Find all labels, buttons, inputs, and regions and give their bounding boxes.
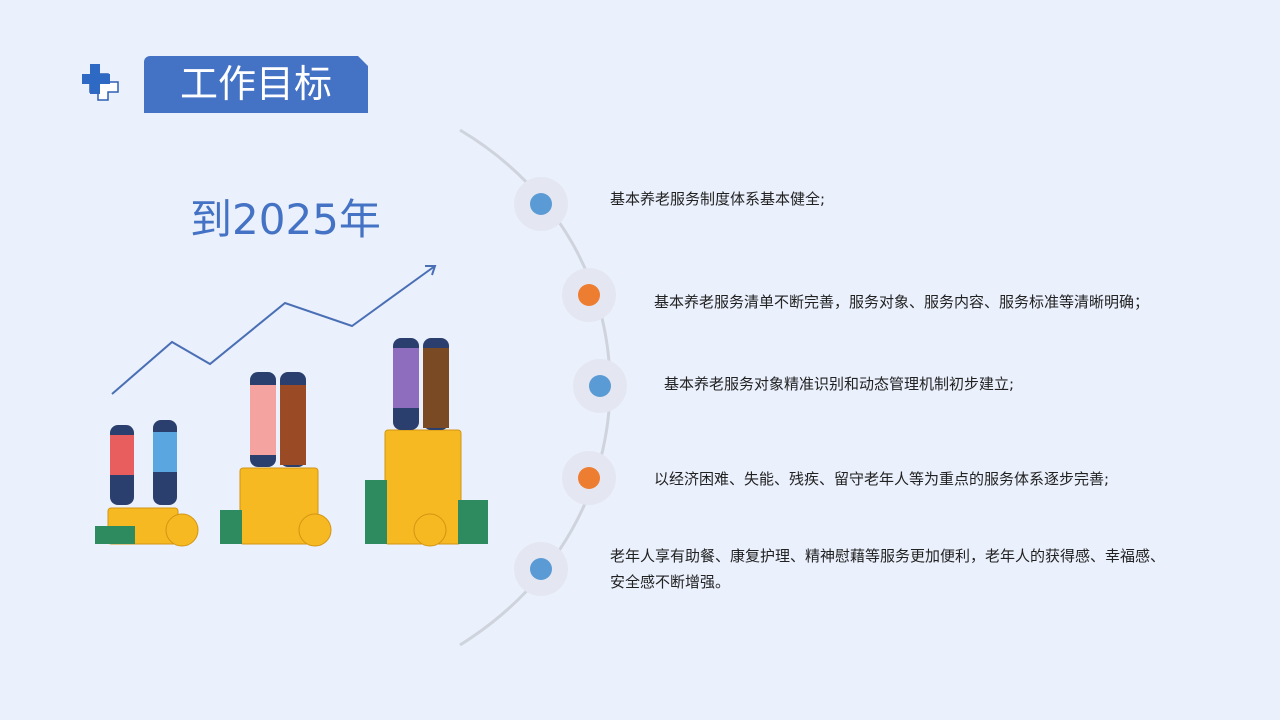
- page-title: 工作目标: [144, 56, 368, 113]
- year-heading: 到2025年: [190, 195, 381, 244]
- goal-item: 基本养老服务对象精准识别和动态管理机制初步建立;: [664, 375, 1015, 393]
- goal-item: 老年人享有助餐、康复护理、精神慰藉等服务更加便利，老年人的获得感、幸福感、安全感…: [610, 547, 1166, 591]
- timeline-node: [514, 177, 568, 231]
- timeline-node: [573, 359, 627, 413]
- timeline-node: [514, 542, 568, 596]
- timeline-node: [562, 268, 616, 322]
- growth-illustration: [95, 265, 488, 547]
- medical-cross-icon: [82, 64, 119, 101]
- timeline-node: [562, 451, 616, 505]
- goal-item: 基本养老服务制度体系基本健全;: [610, 190, 826, 208]
- goal-item: 基本养老服务清单不断完善，服务对象、服务内容、服务标准等清晰明确；: [654, 293, 1150, 311]
- goal-item: 以经济困难、失能、残疾、留守老年人等为重点的服务体系逐步完善;: [654, 470, 1110, 488]
